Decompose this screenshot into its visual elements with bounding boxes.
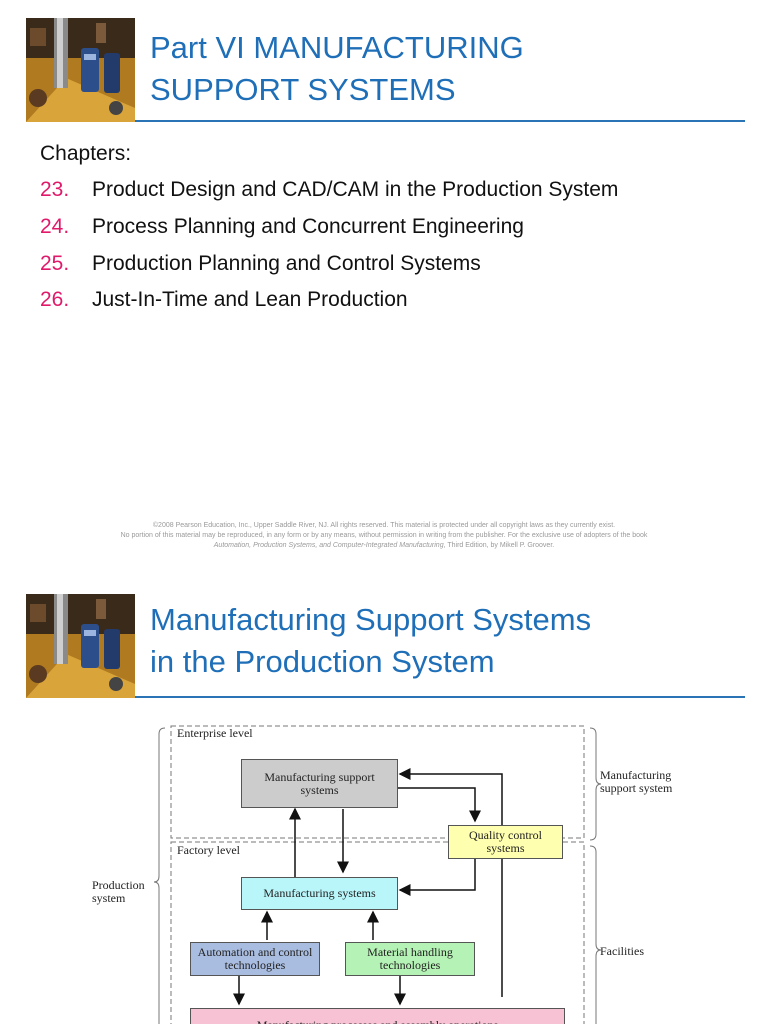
manufacturing-systems-box: Manufacturing systems (241, 877, 398, 910)
chapter-number: 23. (40, 178, 70, 201)
facilities-label: Facilities (600, 944, 644, 958)
footer-line-3: Automation, Production Systems, and Comp… (0, 541, 768, 551)
slide-title-line-1: Part VI MANUFACTURING (150, 30, 524, 65)
manufacturing-support-system-label: Manufacturing support system (600, 768, 673, 795)
chapter-title: Just-In-Time and Lean Production (92, 288, 408, 311)
slide-1: Part VI MANUFACTURING SUPPORT SYSTEMS Ch… (0, 18, 768, 551)
slide-title-line-2: in the Production System (150, 644, 495, 679)
chapter-number: 26. (40, 288, 70, 311)
automation-control-technologies-box: Automation and control technologies (190, 942, 320, 976)
circuit-board-photo (26, 18, 135, 122)
manufacturing-support-systems-box: Manufacturing support systems (241, 759, 398, 808)
slide-title-line-1: Manufacturing Support Systems (150, 602, 592, 637)
title-divider (135, 696, 745, 698)
chapter-item: 25. Production Planning and Control Syste… (40, 252, 481, 276)
slide-title-line-2: SUPPORT SYSTEMS (150, 72, 456, 107)
enterprise-level-label: Enterprise level (177, 726, 253, 740)
footer-line-2: No portion of this material may be repro… (120, 532, 648, 539)
title-divider (135, 120, 745, 122)
book-title: Automation, Production Systems, and Comp… (213, 542, 444, 549)
chapter-item: 23. Product Design and CAD/CAM in the Pro… (40, 178, 618, 202)
chapter-number: 25. (40, 252, 70, 275)
quality-control-systems-box: Quality control systems (448, 825, 563, 859)
slide-2: Manufacturing Support Systems in the Pro… (0, 576, 768, 1024)
chapter-number: 24. (40, 215, 70, 238)
footer-line-1: ©2008 Pearson Education, Inc., Upper Sad… (152, 522, 616, 529)
production-system-diagram: Enterprise level Factory level Manufactu… (0, 576, 768, 1024)
circuit-board-photo (26, 594, 135, 698)
production-system-label: Production system (92, 878, 145, 905)
chapter-item: 24. Process Planning and Concurrent Engin… (40, 215, 524, 239)
factory-level-label: Factory level (177, 843, 240, 857)
chapter-title: Production Planning and Control Systems (92, 252, 481, 275)
chapter-title: Process Planning and Concurrent Engineer… (92, 215, 524, 238)
material-handling-technologies-box: Material handling technologies (345, 942, 475, 976)
diagram-connectors (153, 725, 602, 1024)
chapters-label: Chapters: (40, 142, 132, 165)
manufacturing-processes-box: Manufacturing processes and assembly ope… (190, 1008, 565, 1024)
chapter-item: 26. Just-In-Time and Lean Production (40, 288, 408, 312)
copyright-footer: ©2008 Pearson Education, Inc., Upper Sad… (0, 521, 768, 551)
book-edition: , Third Edition, by Mikell P. Groover. (443, 542, 555, 549)
chapter-title: Product Design and CAD/CAM in the Produc… (92, 178, 619, 201)
